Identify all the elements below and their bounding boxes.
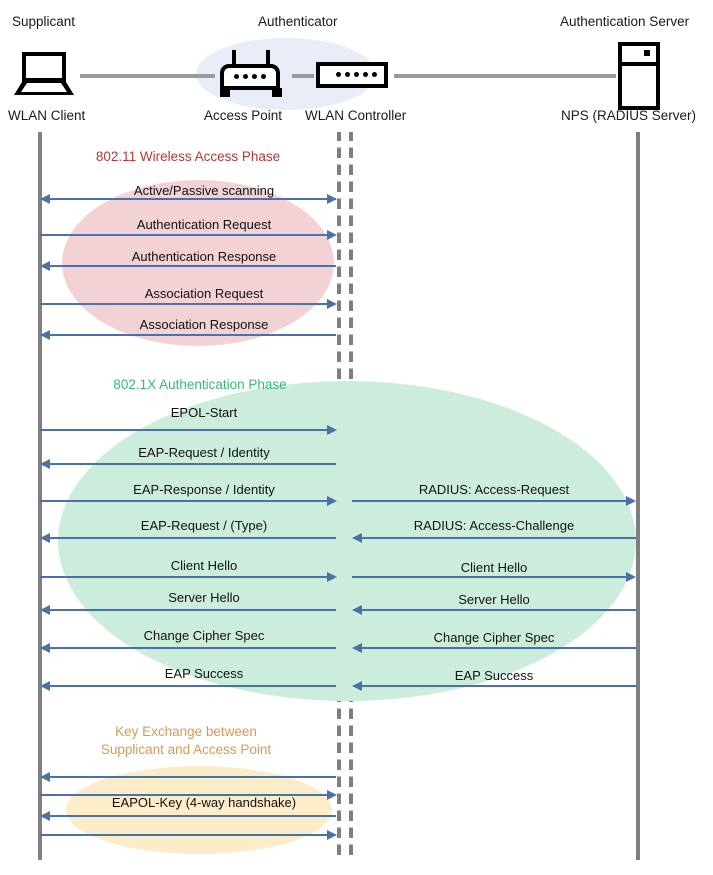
message-arrow (50, 334, 336, 336)
message-label: Authentication Response (131, 249, 277, 264)
link-ap-controller (292, 74, 314, 78)
arrow-head-right-icon (327, 299, 337, 309)
arrow-head-left-icon (40, 681, 50, 691)
message-arrow (362, 609, 636, 611)
phase-key-exchange-title-line-1: Key Exchange between (115, 724, 257, 739)
message-label: RADIUS: Access-Request (418, 482, 570, 497)
arrow-head-left-icon (40, 772, 50, 782)
message-arrow (40, 429, 332, 431)
message-label: Client Hello (460, 560, 528, 575)
arrow-head-right-icon (327, 425, 337, 435)
actor-device-access-point: Access Point (204, 108, 283, 123)
arrow-head-right-icon (327, 572, 337, 582)
message-label: Change Cipher Spec (433, 630, 555, 645)
arrow-head-left-icon (40, 330, 50, 340)
wlan-controller-icon (316, 50, 390, 94)
arrow-head-left-icon (40, 194, 50, 204)
arrow-head-right-icon (327, 830, 337, 840)
message-label: EAP Success (454, 668, 534, 683)
link-controller-server (394, 74, 616, 78)
lifeline-authentication-server (636, 132, 640, 860)
message-label: EAP-Response / Identity (133, 482, 275, 497)
phase-key-exchange-title-line-2: Supplicant and Access Point (100, 742, 272, 757)
message-arrow (50, 685, 336, 687)
message-label: Server Hello (458, 592, 530, 607)
arrow-head-left-icon (352, 681, 362, 691)
message-arrow (40, 794, 332, 796)
message-arrow (362, 647, 636, 649)
arrow-head-right-icon (327, 790, 337, 800)
phase-802-11-ellipse (62, 180, 334, 346)
arrow-head-left-icon (40, 605, 50, 615)
message-label: EAP Success (164, 666, 244, 681)
arrow-head-left-icon (40, 811, 50, 821)
message-arrow (362, 685, 636, 687)
message-label: Server Hello (168, 590, 240, 605)
message-arrow (40, 834, 332, 836)
actor-device-wlan-client: WLAN Client (8, 108, 86, 123)
arrow-head-right-icon (626, 496, 636, 506)
message-arrow (50, 609, 336, 611)
arrow-head-left-icon (40, 643, 50, 653)
message-label: EAPOL-Key (4-way handshake) (111, 795, 297, 810)
arrow-head-left-icon (352, 643, 362, 653)
message-label: Change Cipher Spec (143, 628, 265, 643)
actor-device-wlan-controller: WLAN Controller (305, 108, 407, 123)
message-label: Association Response (139, 317, 269, 332)
phase-key-exchange-ellipse (66, 766, 332, 854)
message-label: Client Hello (170, 558, 238, 573)
actor-device-nps-radius-server: NPS (RADIUS Server) (561, 108, 697, 123)
arrow-head-left-icon (352, 533, 362, 543)
laptop-icon (14, 52, 76, 96)
arrow-head-right-icon (626, 572, 636, 582)
message-arrow (50, 537, 336, 539)
access-point-icon (216, 50, 286, 98)
lifeline-supplicant (38, 132, 42, 860)
arrow-head-left-icon (352, 605, 362, 615)
message-label: Active/Passive scanning (133, 183, 275, 198)
message-arrow (40, 576, 332, 578)
arrow-head-right-icon (327, 230, 337, 240)
arrow-head-left-icon (40, 459, 50, 469)
arrow-head-right-icon (327, 496, 337, 506)
message-arrow (40, 500, 332, 502)
message-label: EAP-Request / Identity (138, 445, 270, 460)
message-arrow (40, 234, 332, 236)
link-client-ap (80, 74, 215, 78)
message-arrow (40, 303, 332, 305)
message-arrow (352, 500, 630, 502)
message-label: Authentication Request (136, 217, 272, 232)
message-arrow (50, 815, 336, 817)
server-icon (618, 42, 662, 112)
actor-role-supplicant: Supplicant (12, 14, 76, 29)
message-arrow (352, 576, 630, 578)
message-arrow (50, 265, 336, 267)
message-arrow (362, 537, 636, 539)
arrow-head-left-icon (40, 261, 50, 271)
message-label: EPOL-Start (170, 405, 238, 420)
arrow-head-left-icon (40, 533, 50, 543)
phase-802-11-title: 802.11 Wireless Access Phase (95, 149, 281, 164)
actor-role-authentication-server: Authentication Server (560, 14, 690, 29)
message-arrow (50, 198, 336, 200)
message-arrow (50, 776, 336, 778)
actor-role-authenticator: Authenticator (258, 14, 338, 29)
message-arrow (50, 647, 336, 649)
message-label: RADIUS: Access-Challenge (413, 518, 575, 533)
arrow-head-right-icon (327, 194, 337, 204)
phase-802-1x-title: 802.1X Authentication Phase (113, 377, 287, 392)
message-label: Association Request (144, 286, 264, 301)
message-label: EAP-Request / (Type) (140, 518, 268, 533)
message-arrow (50, 463, 336, 465)
